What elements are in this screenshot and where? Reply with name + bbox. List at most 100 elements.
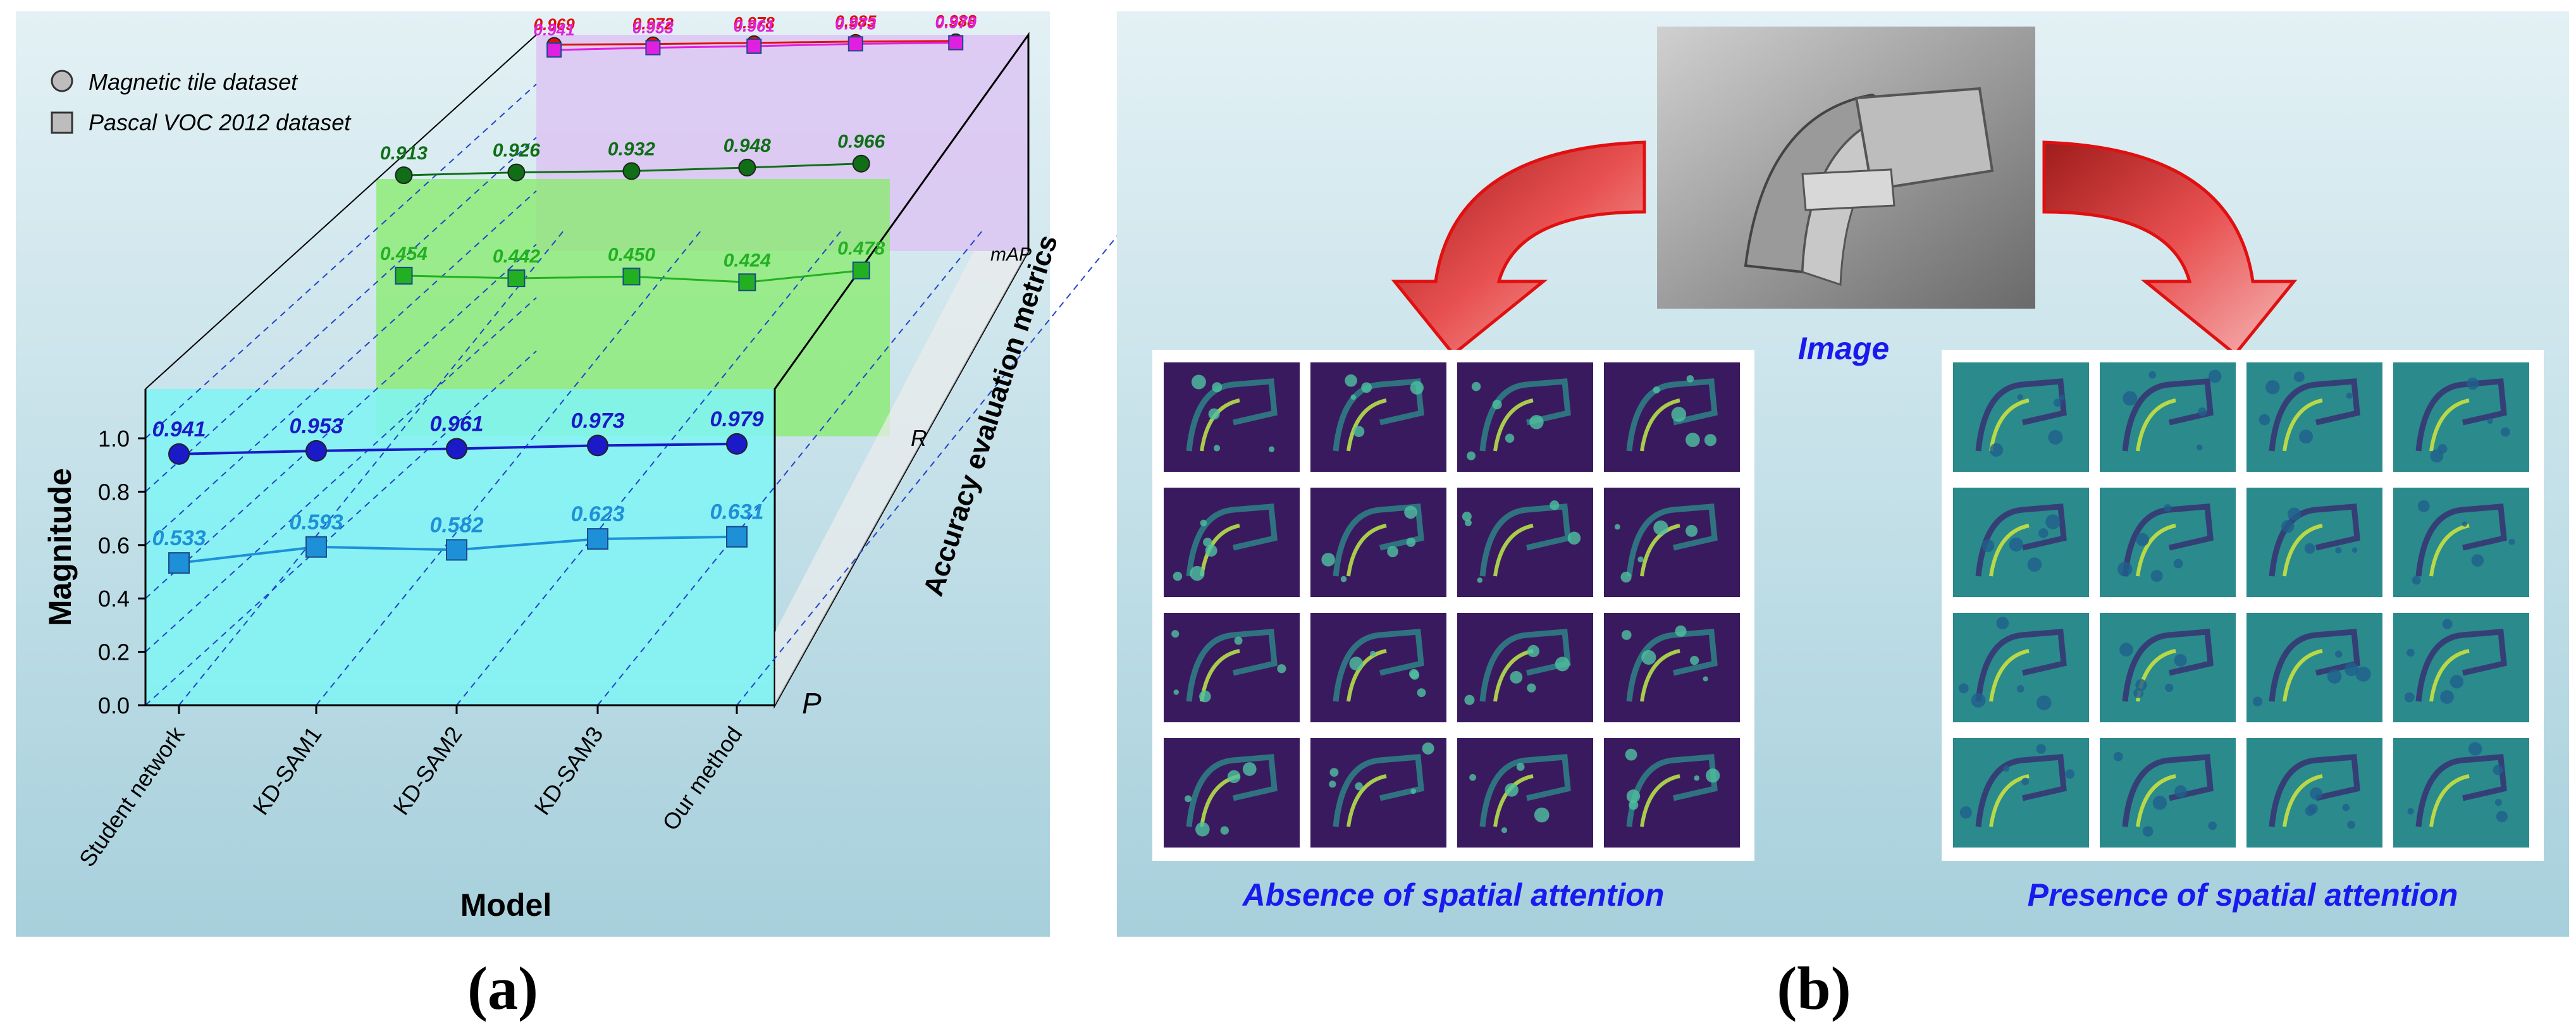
feature-map-thumbnail [1164,613,1300,722]
left-grid-caption: Absence of spatial attention [1242,877,1665,913]
legend-square-marker [51,111,73,134]
data-point [746,39,762,54]
image-caption: Image [1798,331,1890,366]
legend-label-pascal: Pascal VOC 2012 dataset [89,109,352,135]
data-point [168,443,190,465]
data-label: 0.533 [152,526,206,550]
feature-map-thumbnail [1604,738,1740,848]
feature-map-thumbnail [2100,738,2236,848]
data-point [446,539,467,561]
depth-gridline [145,297,537,653]
data-label: 0.631 [710,500,763,524]
data-point [726,526,748,548]
depth-gridline [145,190,537,546]
data-point [395,266,413,285]
feature-map-thumbnail [2246,738,2382,848]
data-label: 0.424 [724,250,771,271]
feature-map-thumbnail [1457,613,1593,722]
depth-gridline [145,244,537,599]
feature-map-thumbnail [1310,488,1446,597]
data-label: 0.953 [289,414,343,438]
data-label: 0.973 [570,409,624,433]
feature-map-thumbnail [1164,488,1300,597]
data-point [622,162,641,180]
data-label: 0.973 [835,14,877,33]
data-label: 0.593 [289,510,343,534]
data-point [507,163,526,182]
box-edge-top [145,34,537,390]
data-label: 0.941 [534,20,575,39]
depth-gridline [145,350,537,706]
data-point [852,261,870,280]
data-label: 0.988 [935,11,977,30]
feature-map-thumbnail [2393,738,2529,848]
feature-map-thumbnail [2393,613,2529,722]
feature-map-thumbnail [1604,362,1740,472]
right-arrow-icon [2042,140,2298,357]
feature-map-thumbnail [2246,613,2382,722]
feature-map-thumbnail [1604,613,1740,722]
right-feature-grid [1953,362,2529,848]
data-label: 0.478 [837,238,885,259]
feature-map-thumbnail [2100,362,2236,472]
feature-map-thumbnail [2100,488,2236,597]
magnetic-tile-photo [1657,27,2035,309]
data-point [948,35,964,51]
panel-b-label: (b) [1777,954,1851,1022]
data-label: 0.979 [935,13,977,32]
plane-r [376,179,890,436]
feature-map-thumbnail [1953,738,2089,848]
y-tick-label: 0.6 [98,533,130,558]
data-point [852,154,870,173]
data-label: 0.623 [570,502,624,526]
feature-map-thumbnail [2246,362,2382,472]
feature-map-thumbnail [1604,488,1740,597]
left-arrow-icon [1391,140,1646,357]
data-label: 0.961 [734,16,775,35]
y-tick-label: 0.4 [98,586,130,612]
feature-map-thumbnail [2100,613,2236,722]
feature-map-thumbnail [1953,362,2089,472]
feature-map-thumbnail [1164,738,1300,848]
data-point [645,40,661,56]
depth-gridline [145,137,537,493]
data-point [738,273,756,292]
data-label: 0.442 [493,246,540,267]
data-label: 0.932 [608,139,655,159]
data-label: 0.948 [724,135,771,156]
feature-map-thumbnail [1457,488,1593,597]
data-point [622,268,641,286]
gridlines [145,83,1122,706]
left-feature-grid [1164,362,1740,848]
data-point [168,552,190,574]
data-label: 0.966 [837,132,885,152]
feature-map-thumbnail [1164,362,1300,472]
data-label: 0.969 [534,15,576,34]
feature-map-thumbnail [1310,613,1446,722]
floor-strip [775,251,1028,705]
side-wall [773,32,1030,709]
depth-gridline [145,83,537,439]
feature-map-thumbnail [1953,613,2089,722]
metric-label-p: P [802,687,822,720]
legend-circle-marker [51,70,73,92]
data-point [847,36,863,52]
feature-map-thumbnail [2393,362,2529,472]
legend: Magnetic tile dataset Pascal VOC 2012 da… [51,69,352,135]
feature-map-thumbnail [1953,488,2089,597]
feature-map-thumbnail [1457,738,1593,848]
feature-map-thumbnail [2393,488,2529,597]
panel-b: Image Absence of spatial attention Prese… [1117,11,2569,937]
y-tick-label: 0.2 [98,639,130,665]
data-point [446,438,467,460]
y-axis-title: Magnitude [42,468,78,626]
data-label: 0.913 [380,143,428,164]
data-label: 0.926 [493,140,540,161]
x-axis-title: Model [460,887,552,923]
data-label: 0.450 [608,244,655,265]
legend-label-magnetic: Magnetic tile dataset [89,69,299,95]
data-label: 0.978 [734,13,775,32]
data-label: 0.972 [632,15,674,34]
data-label: 0.953 [632,18,674,37]
